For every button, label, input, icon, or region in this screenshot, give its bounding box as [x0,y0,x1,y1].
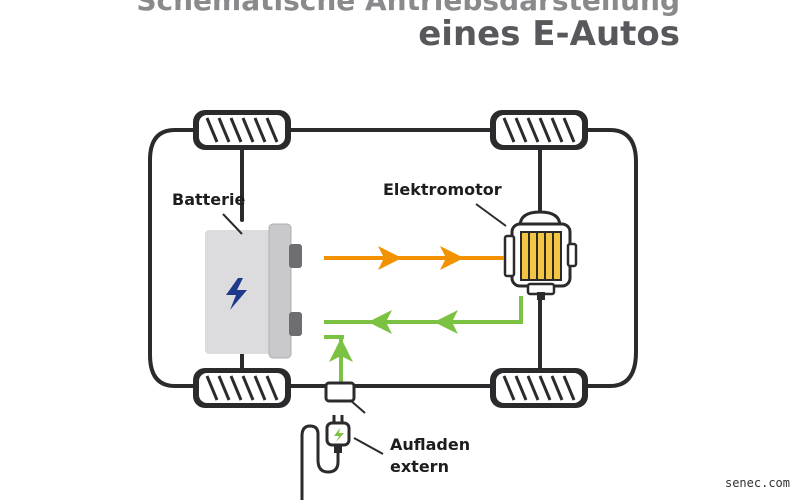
motor-leader-line [475,203,507,227]
power-flow-arrowhead-1 [378,246,402,270]
charging-flow-arrow [324,335,353,382]
charging-port-leader-line [349,399,366,414]
diagram-title-line2: eines E-Autos [418,14,680,54]
battery [205,223,302,359]
watermark: senec.com [724,476,790,490]
charging-port [324,381,356,403]
wheel-rear-left [193,368,291,408]
electric-motor [503,210,578,300]
battery-terminal-bottom [289,312,302,336]
motor-mount-left [503,234,516,278]
battery-leader-line [222,213,243,235]
battery-side [268,223,292,359]
external-charging-label: Aufladen extern [390,434,470,478]
wheel-front-right [490,110,588,150]
lightning-bolt-icon [226,278,247,310]
battery-label: Batterie [172,190,246,209]
motor-coil [520,231,562,281]
wheel-rear-right [490,368,588,408]
frame-left-curve [148,128,197,388]
motor-mount-right [566,242,578,268]
power-flow-arrow [324,246,504,270]
charging-label-line1: Aufladen [390,435,471,454]
motor-label: Elektromotor [383,180,502,199]
charging-cable [300,424,340,500]
diagram-title-line1: Schematische Antriebsdarstellung [136,0,680,17]
plug-leader-line [353,437,384,455]
motor-coil-ridges [528,232,554,280]
wheel-front-left [193,110,291,150]
recuperation-flow-arrow [324,296,523,334]
frame-right-curve [586,128,638,388]
charging-plug-icon [300,415,351,500]
recuperation-arrowhead-1 [434,310,458,334]
power-flow-arrowhead-2 [440,246,464,270]
charging-flow-arrowhead [329,338,353,362]
charging-label-line2: extern [390,457,449,476]
battery-terminal-top [289,244,302,268]
motor-shaft [537,292,545,300]
recuperation-arrowhead-2 [368,310,392,334]
